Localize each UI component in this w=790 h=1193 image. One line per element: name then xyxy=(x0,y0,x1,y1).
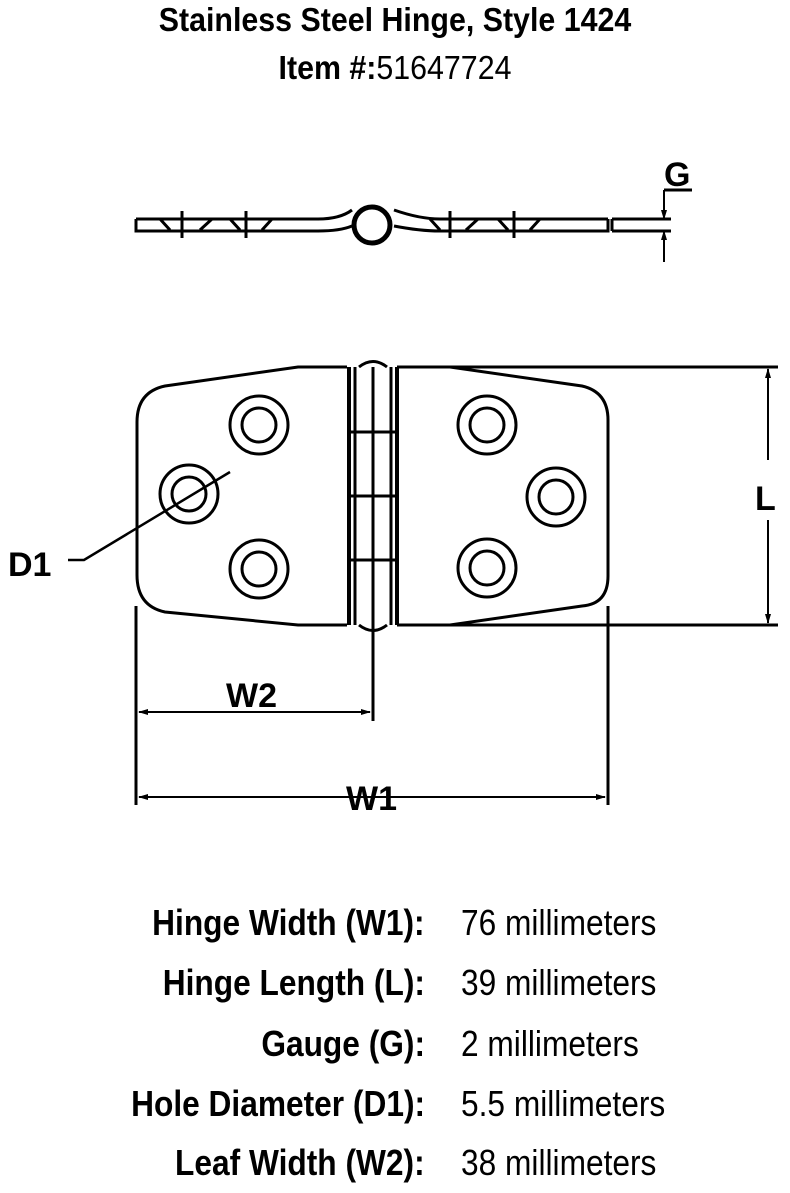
spec-row-hole-diameter: Hole Diameter (D1): 5.5 millimeters xyxy=(0,1074,790,1134)
right-leaf xyxy=(398,365,610,627)
spec-label: Gauge (G): xyxy=(261,1023,425,1064)
mounting-holes xyxy=(158,394,587,600)
hole xyxy=(456,394,518,456)
spec-value: 76 millimeters xyxy=(461,902,657,943)
top-view xyxy=(135,360,778,632)
spec-row-hinge-width: Hinge Width (W1): 76 millimeters xyxy=(0,893,790,953)
spec-value: 2 millimeters xyxy=(461,1023,639,1064)
spec-value: 5.5 millimeters xyxy=(461,1083,666,1124)
width-dimensions xyxy=(134,606,610,805)
spec-row-gauge: Gauge (G): 2 millimeters xyxy=(0,1014,790,1074)
hole-diameter-label: D1 xyxy=(8,546,51,584)
product-title: Stainless Steel Hinge, Style 1424 xyxy=(158,1,632,38)
spec-value: 38 millimeters xyxy=(461,1142,657,1183)
spec-label: Hinge Length (L): xyxy=(162,962,425,1003)
hole xyxy=(456,537,518,599)
item-number-line: Item #:51647724 xyxy=(32,48,759,88)
item-label: Item #: xyxy=(278,49,377,86)
spec-row-hinge-length: Hinge Length (L): 39 millimeters xyxy=(0,953,790,1013)
spec-label: Hole Diameter (D1): xyxy=(131,1083,425,1124)
side-view xyxy=(134,188,692,262)
spec-row-leaf-width: Leaf Width (W2): 38 millimeters xyxy=(0,1133,790,1193)
item-number: 51647724 xyxy=(376,49,512,86)
left-leaf xyxy=(135,365,347,627)
spec-value: 39 millimeters xyxy=(461,962,657,1003)
hole xyxy=(228,538,290,600)
hole xyxy=(525,466,587,528)
spec-label: Hinge Width (W1): xyxy=(152,902,425,943)
hole xyxy=(158,463,220,525)
leaf-width-label: W2 xyxy=(226,677,277,715)
gauge-label: G xyxy=(664,156,690,194)
length-label: L xyxy=(755,480,776,518)
hinge-width-label: W1 xyxy=(346,780,397,818)
hole xyxy=(228,394,290,456)
spec-label: Leaf Width (W2): xyxy=(175,1142,425,1183)
hinge-technical-drawing: G D1 L xyxy=(8,156,778,818)
d1-leader-line xyxy=(68,470,231,562)
